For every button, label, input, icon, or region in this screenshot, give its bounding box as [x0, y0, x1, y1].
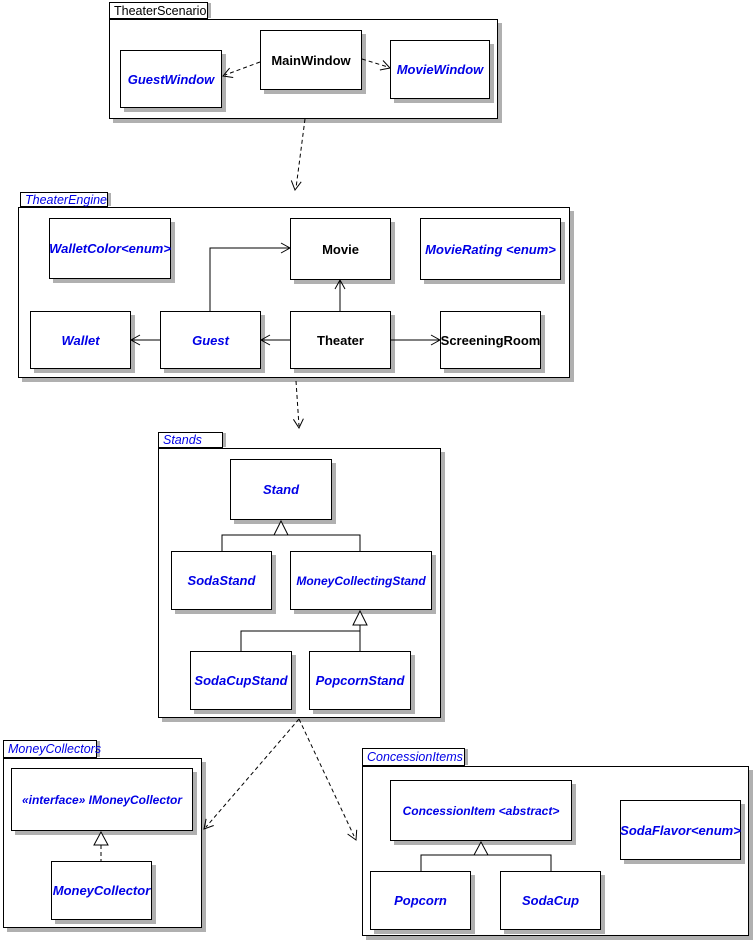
package-label: MoneyCollectors — [8, 742, 102, 756]
class-label: PopcornStand — [315, 673, 405, 688]
open-arrowhead-icon — [347, 829, 358, 841]
class-label: MainWindow — [271, 52, 351, 68]
class-popcornstand[interactable]: PopcornStand — [309, 651, 411, 710]
class-moneycollector[interactable]: MoneyCollector — [51, 861, 152, 920]
class-label: Stand — [262, 482, 300, 497]
class-sodacupstand[interactable]: SodaCupStand — [190, 651, 292, 710]
class-label: Movie — [322, 241, 359, 257]
class-guestwindow[interactable]: GuestWindow — [120, 50, 222, 108]
class-theater[interactable]: Theater — [290, 311, 391, 369]
class-screeningroom[interactable]: ScreeningRoom — [440, 311, 541, 369]
class-label: SodaCup — [521, 893, 580, 908]
class-imoneycollector-interface[interactable]: «interface» IMoneyCollector — [11, 768, 193, 831]
open-arrowhead-icon — [203, 818, 214, 830]
dependency-stands-to-concessionitems[interactable] — [298, 718, 358, 841]
class-label: MoneyCollectingStand — [296, 573, 426, 588]
class-label: Guest — [192, 332, 229, 348]
class-walletcolor-enum[interactable]: WalletColor<enum> — [49, 218, 171, 279]
class-mainwindow[interactable]: MainWindow — [260, 30, 362, 90]
class-moneycollectingstand[interactable]: MoneyCollectingStand — [290, 551, 432, 610]
open-arrowhead-icon — [292, 418, 304, 430]
class-label: SodaCupStand — [194, 673, 288, 688]
class-sodacup[interactable]: SodaCup — [500, 871, 601, 930]
package-tab-theater-scenario[interactable]: TheaterScenario — [109, 2, 208, 19]
package-tab-concession-items[interactable]: ConcessionItems — [362, 748, 465, 766]
package-tab-theater-engine[interactable]: TheaterEngine — [20, 192, 108, 207]
class-popcorn[interactable]: Popcorn — [370, 871, 471, 930]
class-label: GuestWindow — [127, 71, 215, 87]
dependency-theaterscenario-to-theaterengine[interactable] — [290, 118, 306, 192]
class-wallet[interactable]: Wallet — [30, 311, 131, 369]
class-moviewindow[interactable]: MovieWindow — [390, 40, 490, 99]
open-arrowhead-icon — [290, 180, 302, 192]
class-label: SodaFlavor<enum> — [620, 822, 741, 838]
class-sodaflavor-enum[interactable]: SodaFlavor<enum> — [620, 800, 741, 860]
class-label: «interface» IMoneyCollector — [21, 792, 183, 807]
class-label: Popcorn — [394, 893, 447, 908]
package-label: TheaterEngine — [25, 192, 108, 207]
class-label: SodaStand — [187, 573, 256, 588]
class-label: MoneyCollector — [52, 883, 151, 898]
class-label: WalletColor<enum> — [49, 241, 171, 256]
class-guest[interactable]: Guest — [160, 311, 261, 369]
package-tab-stands[interactable]: Stands — [158, 432, 223, 448]
dependency-stands-to-moneycollectors[interactable] — [203, 718, 300, 830]
class-concessionitem-abstract[interactable]: ConcessionItem <abstract> — [390, 780, 572, 841]
package-label: Stands — [163, 433, 202, 447]
package-label: ConcessionItems — [367, 750, 463, 764]
class-label: ConcessionItem <abstract> — [402, 803, 560, 818]
package-label: TheaterScenario — [114, 3, 207, 18]
class-stand[interactable]: Stand — [230, 459, 332, 520]
class-movierating-enum[interactable]: MovieRating <enum> — [420, 218, 561, 280]
dependency-theaterengine-to-stands[interactable] — [292, 380, 304, 430]
class-movie[interactable]: Movie — [290, 218, 391, 280]
class-label: Theater — [317, 332, 364, 348]
class-label: ScreeningRoom — [440, 332, 541, 348]
class-label: Wallet — [61, 332, 100, 348]
class-label: MovieWindow — [396, 62, 484, 77]
class-label: MovieRating <enum> — [425, 241, 556, 257]
package-tab-money-collectors[interactable]: MoneyCollectors — [3, 740, 101, 758]
class-sodastand[interactable]: SodaStand — [171, 551, 272, 610]
